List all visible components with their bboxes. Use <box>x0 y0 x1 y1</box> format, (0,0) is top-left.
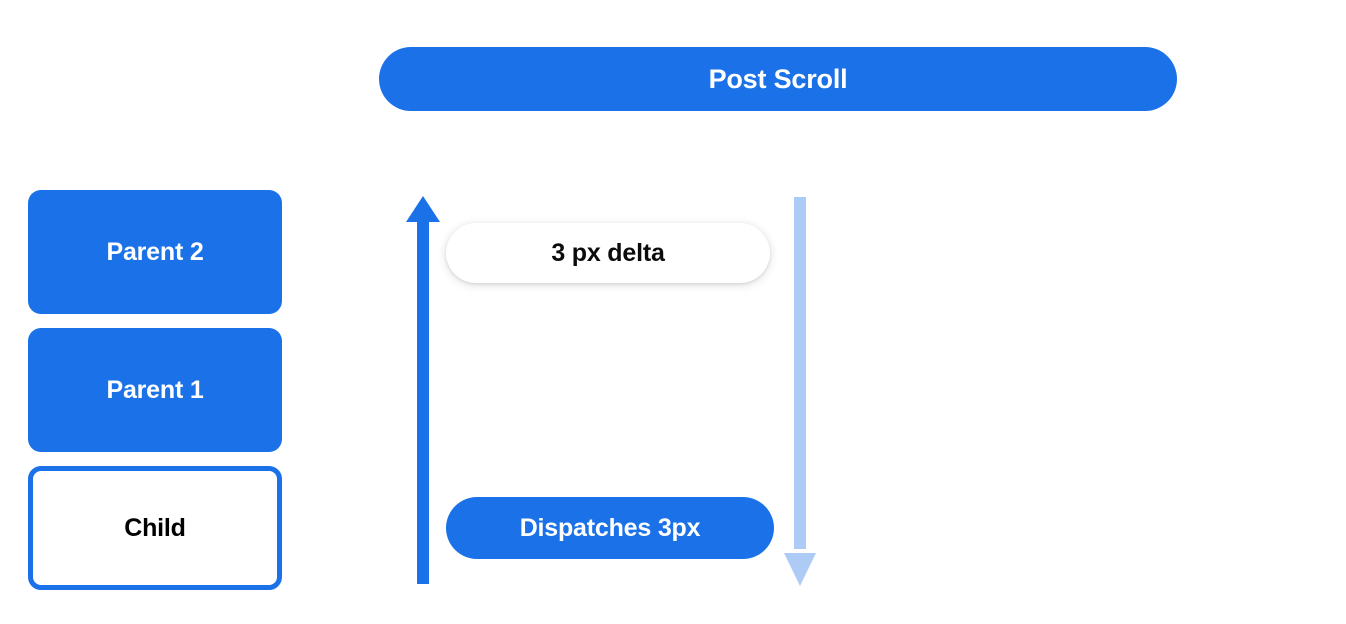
hierarchy-box-parent-2: Parent 2 <box>28 190 282 314</box>
dispatch-pill-label: Dispatches 3px <box>519 513 701 542</box>
delta-pill: 3 px delta <box>446 223 770 283</box>
scroll-bubble-up-arrow-icon <box>406 196 440 584</box>
hierarchy-box-label: Child <box>124 513 186 542</box>
hierarchy-box-child: Child <box>28 466 282 590</box>
hierarchy-box-label: Parent 1 <box>106 375 204 404</box>
post-scroll-header-label: Post Scroll <box>708 63 848 94</box>
hierarchy-box-label: Parent 2 <box>106 237 204 266</box>
delta-pill-label: 3 px delta <box>551 238 665 267</box>
post-scroll-header-pill: Post Scroll <box>379 47 1177 111</box>
dispatch-pill: Dispatches 3px <box>446 497 774 559</box>
view-hierarchy-stack: Parent 2 Parent 1 Child <box>28 190 282 590</box>
remaining-scroll-down-arrow-icon <box>784 197 816 586</box>
hierarchy-box-parent-1: Parent 1 <box>28 328 282 452</box>
